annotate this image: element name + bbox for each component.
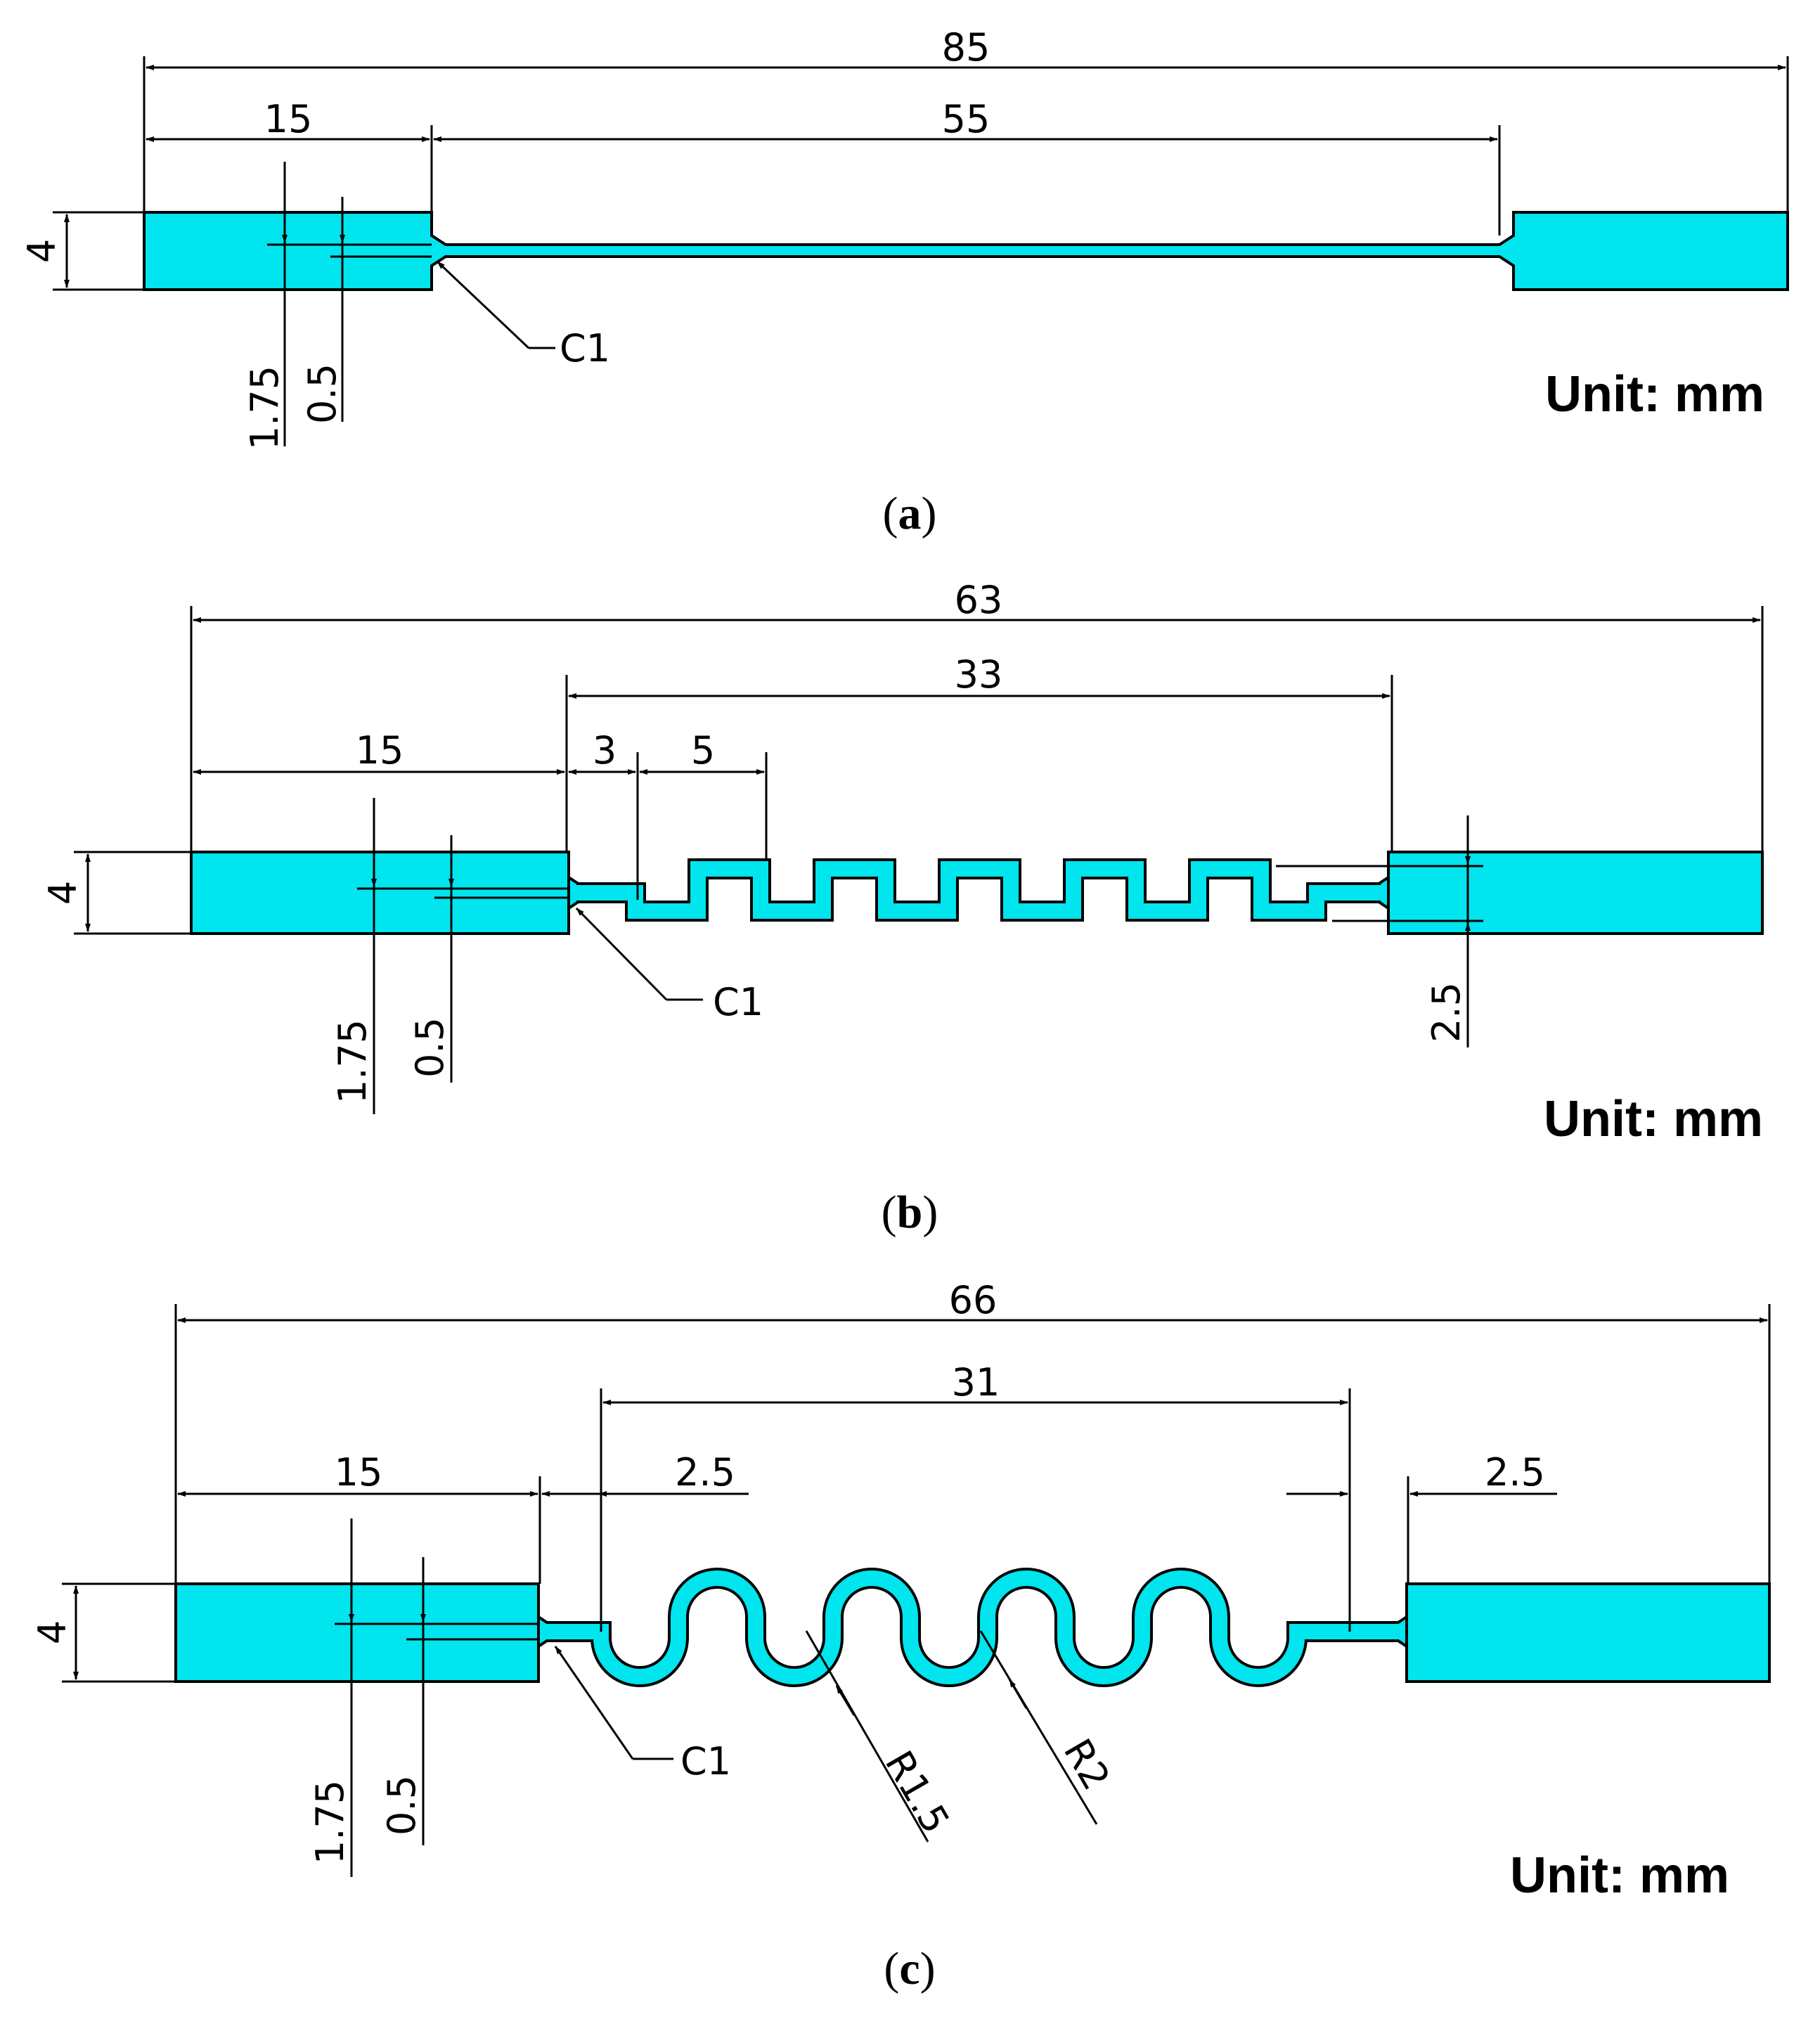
dim-lead-right: 2.5 — [1485, 1450, 1545, 1495]
dim-radius-inner: R1.5 — [877, 1743, 958, 1840]
dim-offset: 1.75 — [243, 366, 287, 450]
panel-caption: (c) — [884, 1943, 935, 1994]
dim-thickness: 0.5 — [408, 1017, 452, 1078]
dim-overall: 66 — [949, 1278, 998, 1322]
dim-chamfer: C1 — [560, 326, 610, 370]
panel-a: 85 15 55 4 1.75 0.5 C1 Unit: mm (a) — [20, 25, 1789, 539]
dim-grip: 15 — [356, 728, 404, 773]
panel-caption: (a) — [883, 488, 937, 539]
unit-label: Unit: mm — [1545, 366, 1764, 422]
dim-overall: 63 — [955, 578, 1003, 622]
panel-b-part — [190, 851, 1764, 935]
dim-pitch: 5 — [691, 728, 715, 773]
dim-height: 4 — [30, 1620, 75, 1644]
dim-chamfer: C1 — [713, 980, 763, 1024]
dim-lead-left: 2.5 — [675, 1450, 735, 1495]
dim-height: 4 — [20, 239, 64, 263]
unit-label: Unit: mm — [1510, 1847, 1729, 1904]
dim-gauge: 33 — [955, 652, 1003, 697]
dim-chamfer: C1 — [680, 1739, 731, 1783]
dim-grip: 15 — [335, 1450, 383, 1495]
dim-offset: 1.75 — [308, 1780, 352, 1864]
unit-label: Unit: mm — [1544, 1091, 1763, 1147]
dim-thickness: 0.5 — [300, 363, 344, 424]
dim-amplitude: 2.5 — [1424, 982, 1469, 1043]
panel-c-part — [174, 1568, 1771, 1687]
dim-thickness: 0.5 — [380, 1775, 424, 1835]
dim-overall: 85 — [942, 25, 990, 70]
dim-grip: 15 — [264, 97, 313, 141]
dim-height: 4 — [41, 881, 85, 905]
dim-gauge: 31 — [952, 1360, 1000, 1405]
dim-radius-outer: R2 — [1055, 1731, 1119, 1798]
dim-step: 3 — [593, 728, 617, 773]
panel-b: 63 33 15 3 5 4 1.75 0.5 C1 — [41, 578, 1764, 1238]
dim-gauge: 55 — [942, 97, 990, 141]
panel-caption: (b) — [882, 1187, 938, 1238]
panel-a-part — [143, 211, 1789, 291]
panel-c: 66 31 15 2.5 2.5 4 1.75 0.5 C1 — [30, 1278, 1771, 1994]
dim-offset: 1.75 — [330, 1019, 375, 1104]
